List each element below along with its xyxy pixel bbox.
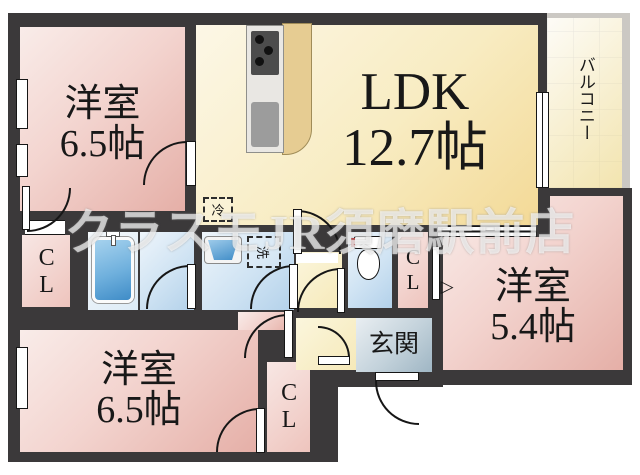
balcony-label: バルコニー [565, 18, 605, 178]
closet-text: CL [401, 245, 426, 295]
door-leaf-hall-entrance [318, 356, 350, 365]
window-bedroom-bottom [16, 347, 28, 409]
refrigerator-space: 冷 [203, 197, 233, 222]
stove-burner [255, 35, 264, 44]
room-bedroom-bottom [20, 330, 258, 452]
washbasin-bowl [208, 240, 238, 260]
label-closet-hall: CL [398, 234, 428, 306]
kitchen-sink [251, 102, 279, 147]
watermark-shop-name: クラスモJR須磨駅前店 [64, 205, 576, 260]
room-size: 5.4帖 [490, 305, 576, 348]
window-balcony-sliding [536, 92, 549, 188]
label-bedroom-bottom: 洋室 6.5帖 [20, 335, 258, 447]
label-entrance: 玄関 [356, 322, 432, 368]
door-arc-entry [375, 381, 419, 425]
sliding-door-ldk-bedroom-right [437, 226, 537, 237]
label-ldk: LDK 12.7帖 [290, 48, 540, 193]
balcony-label-text: バルコニー [575, 55, 595, 141]
label-closet-bottom: CL [267, 366, 310, 448]
room-size: 6.5帖 [59, 123, 146, 165]
window-bedroom1-upper [16, 79, 28, 129]
door-leaf-closet-bottom [256, 408, 265, 453]
bathtub-faucet-icon [111, 235, 116, 246]
opening-ldk-hall [296, 253, 338, 263]
closet-text: CL [276, 380, 303, 434]
room-size: 12.7帖 [342, 118, 488, 177]
closet-left [22, 235, 70, 307]
door-leaf-bedroom-right [432, 246, 440, 300]
closet-bottom [267, 362, 310, 452]
open-door-marker-glyph: ▷ [440, 277, 454, 297]
stove-burner [255, 57, 264, 66]
label-closet-left: CL [22, 238, 70, 306]
room-name: 洋室 [494, 265, 571, 308]
washing-machine-space: 洗 [247, 236, 281, 268]
window-bedroom1-lower [16, 144, 28, 177]
stove-burner [264, 46, 273, 55]
door-leaf-ldk-hall [293, 209, 302, 254]
refrigerator-label: 冷 [211, 203, 225, 218]
toilet-bowl [357, 249, 380, 280]
door-leaf-shower [187, 264, 196, 309]
open-door-marker: ▷ [436, 276, 458, 298]
room-name: 洋室 [64, 83, 141, 126]
door-leaf-toilet [337, 268, 345, 313]
entrance-hall [356, 318, 432, 372]
wall-bath-divider [194, 232, 202, 310]
label-bedroom-top-left: 洋室 6.5帖 [20, 60, 185, 190]
closet-text: CL [33, 245, 60, 299]
door-leaf-closet-left [22, 186, 30, 230]
toilet-handle [351, 238, 355, 247]
door-leaf-bedroom-bottom [284, 310, 293, 358]
room-name: 洋室 [100, 349, 177, 392]
balcony [547, 13, 630, 188]
door-leaf-bedroom1-ldk [186, 141, 196, 186]
kitchen-counter-surround [282, 23, 312, 155]
bathtub [92, 237, 134, 303]
label-bedroom-right: 洋室 5.4帖 [443, 250, 623, 365]
door-leaf-washroom [289, 264, 298, 309]
entrance-text: 玄関 [368, 330, 419, 358]
room-name: LDK [360, 62, 470, 121]
door-leaf-entry [375, 372, 419, 381]
room-size: 6.5帖 [96, 389, 182, 431]
closet-hall [398, 232, 428, 308]
